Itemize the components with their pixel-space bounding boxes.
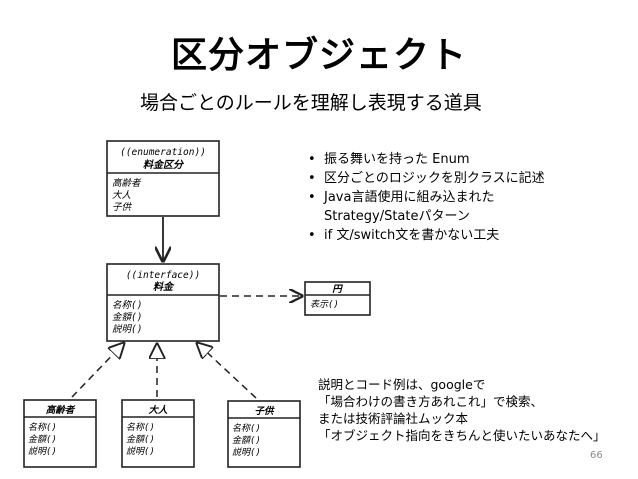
bullet-list: • 振る舞いを持った Enum • 区分ごとのロジックを別クラスに記述 • Java言… [306,150,545,245]
enum-item: 高齢者 [112,177,142,189]
impl-method: 説明() [28,446,57,457]
impl-method: 説明() [126,446,155,457]
impl-name: 大人 [147,404,168,416]
impl-box-outline [121,399,195,468]
note-line: 「場合わけの書き方あれこれ」で検索、 [318,394,544,409]
bullet-item: • 区分ごとのロジックを別クラスに記述 [306,169,545,188]
impl-method: 名称() [28,422,57,433]
enum-item: 大人 [112,190,132,201]
enum-stereotype: ((enumeration)) [120,147,206,158]
bullet-item: • 振る舞いを持った Enum [306,150,545,169]
yen-box-outline [304,281,371,316]
enum-name: 料金区分 [143,159,185,171]
impl-method: 名称() [232,423,261,434]
interface-class-box: ((interface)) 料金 名称() 金額() 説明() [106,263,220,342]
yen-class-box: 円 表示() [304,281,371,316]
reference-note: 説明とコード例は、googleで 「場合わけの書き方あれこれ」で検索、 または技… [318,376,606,444]
realization-arrow [71,343,124,398]
bullet-item: • Java言語使用に組み込まれた [306,188,545,207]
bullet-text: 区分ごとのロジックを別クラスに記述 [324,171,545,186]
interface-method: 金額() [112,311,142,323]
note-line: 説明とコード例は、googleで [318,377,486,392]
page-number: 66 [590,450,603,461]
bullet-item-continuation: Strategy/Stateパターン [306,207,545,226]
bullet-text: 振る舞いを持った Enum [324,152,470,167]
impl-method: 金額() [28,434,57,445]
bullet-text: Strategy/Stateパターン [324,209,470,224]
impl-method: 金額() [126,434,155,445]
bullet-text: Java言語使用に組み込まれた [324,190,495,205]
impl-name: 高齢者 [46,404,76,416]
impl-method: 金額() [232,435,261,446]
impl-box-outline [227,400,301,468]
impl-class-box-adult: 大人 名称() 金額() 説明() [121,399,195,468]
note-line: または技術評論社ムック本 [318,411,469,426]
bullet-dot-icon: • [308,171,316,186]
interface-method: 名称() [112,299,142,311]
impl-class-box-elderly: 高齢者 名称() 金額() 説明() [23,399,97,468]
impl-method: 名称() [126,422,155,433]
bullet-dot-icon: • [308,152,316,167]
yen-name: 円 [332,284,343,295]
bullet-dot-icon: • [308,228,316,243]
bullet-text: if 文/switch文を書かない工夫 [324,228,500,243]
impl-box-outline [23,399,97,468]
slide-title: 区分オブジェクト [170,35,467,76]
enum-box-outline [106,140,220,217]
bullet-dot-icon: • [308,190,316,205]
bullet-item: • if 文/switch文を書かない工夫 [306,226,545,245]
interface-box-outline [106,263,220,342]
note-line: 「オブジェクト指向をきちんと使いたいあなたへ」 [318,428,606,443]
impl-name: 子供 [254,405,275,417]
enum-item: 子供 [112,202,133,213]
interface-name: 料金 [153,281,175,293]
impl-class-box-child: 子供 名称() 金額() 説明() [227,400,301,468]
yen-method: 表示() [310,299,339,310]
interface-stereotype: ((interface)) [126,270,200,281]
impl-method: 説明() [232,447,261,458]
slide-subtitle: 場合ごとのルールを理解し表現する道具 [140,92,482,114]
enum-class-box: ((enumeration)) 料金区分 高齢者 大人 子供 [106,140,220,217]
realization-arrow [197,343,257,399]
interface-method: 説明() [112,323,142,335]
